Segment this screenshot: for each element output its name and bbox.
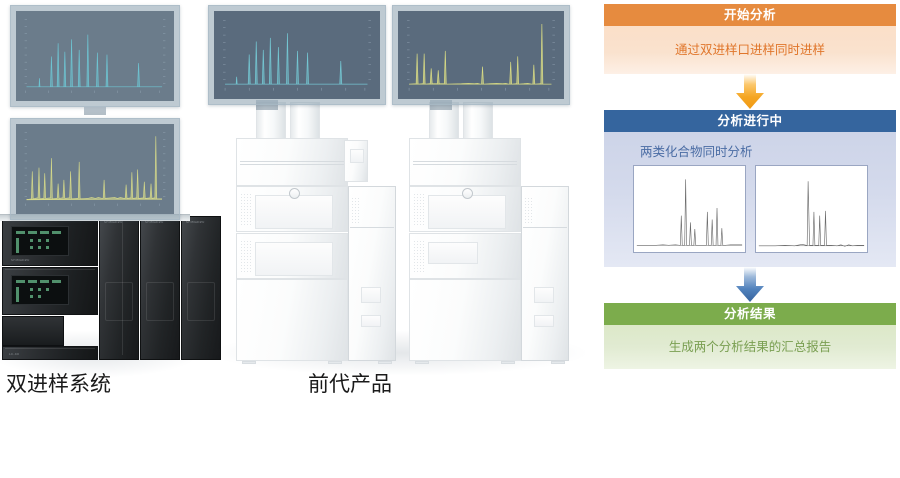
black-autosampler-tray — [2, 316, 64, 346]
black-module-lower — [2, 267, 98, 315]
brand-logo-text-5: SHIMADZU — [186, 220, 205, 224]
flow-step-result: 分析结果 生成两个分析结果的汇总报告 — [604, 303, 896, 369]
monitor-screen-mid-left — [214, 11, 380, 99]
down-arrow-icon-blue — [736, 267, 764, 302]
monitor-stand-left-top — [84, 107, 106, 115]
black-tall-cabinet-3: SHIMADZU — [181, 216, 221, 360]
stack-foot-b1 — [415, 361, 429, 364]
stack-foot-a3 — [378, 361, 392, 364]
caption-previous-generation: 前代产品 — [308, 372, 392, 396]
caption-dual-injection-system: 双进样系统 — [6, 372, 111, 396]
white-pump-a2 — [236, 233, 348, 279]
chromatogram-flow-left — [636, 179, 742, 246]
flow-arrow-1-container — [604, 74, 896, 110]
chromatogram-flow-right — [758, 181, 864, 247]
flow-step-start: 开始分析 通过双进样口进样同时进样 — [604, 4, 896, 74]
flow-step-running: 分析进行中 两类化合物同时分析 — [604, 110, 896, 267]
brand-logo-text-3: SHIMADZU — [104, 220, 123, 224]
monitor-screen-left-bottom — [16, 124, 174, 214]
white-pump-a1 — [236, 186, 348, 232]
module-lcd-upper — [11, 226, 69, 256]
black-instrument-stack: SHIMADZU LC-40 SHIMADZU — [0, 214, 221, 362]
stack-foot-b3 — [551, 361, 565, 364]
monitor-mid-left — [208, 5, 386, 105]
flow-arrow-2-container — [604, 267, 896, 303]
pump-front-panel-a1 — [255, 195, 333, 229]
oven-recess-b2 — [534, 315, 554, 327]
stack-foot-b2 — [501, 361, 515, 364]
flow-chromo-right — [754, 165, 868, 253]
brand-logo-text-2: LC-40 — [9, 352, 20, 356]
pump-front-panel-b1 — [428, 195, 506, 229]
monitor-stand-mid-right — [430, 100, 452, 110]
flow-step-running-subtitle: 两类化合物同时分析 — [640, 144, 753, 159]
brand-logo-text-4: SHIMADZU — [145, 220, 164, 224]
pump-front-panel-a2 — [255, 242, 333, 276]
monitor-mid-right — [392, 5, 570, 105]
white-column-oven-a — [348, 186, 396, 361]
pump-front-panel-b2 — [428, 242, 478, 264]
white-base-cabinet-b — [409, 279, 521, 361]
chromatogram-left-top — [24, 19, 166, 93]
chromatogram-mid-right — [407, 20, 555, 91]
flow-step-result-header: 分析结果 — [604, 303, 896, 325]
black-base-module: LC-40 — [2, 346, 98, 360]
flow-step-result-body: 生成两个分析结果的汇总报告 — [604, 325, 896, 369]
analysis-workflow-flowchart: 开始分析 通过双进样口进样同时进样 分析进行中 两类化合物同时分析 — [604, 4, 896, 369]
dual-injection-system-image: SHIMADZU LC-40 SHIMADZU — [0, 0, 221, 396]
pump-knob-a1 — [289, 188, 300, 199]
flow-step-start-header: 开始分析 — [604, 4, 896, 26]
stack-foot-a2 — [328, 361, 342, 364]
chromatogram-mid-left — [223, 20, 371, 91]
flow-chromo-left — [632, 165, 746, 253]
chromatogram-left-bottom — [24, 132, 166, 206]
solvent-bottle-b2 — [463, 102, 493, 140]
stack-foot-a1 — [242, 361, 256, 364]
handle-recess-a — [350, 149, 364, 163]
monitor-screen-left-top — [16, 11, 174, 101]
flow-step-start-body: 通过双进样口进样同时进样 — [604, 26, 896, 74]
previous-generation-image: 前代产品 — [200, 0, 595, 396]
monitor-screen-mid-right — [398, 11, 564, 99]
black-tall-cabinet-1: SHIMADZU — [99, 216, 139, 360]
white-hplc-stack-a — [232, 102, 397, 364]
oven-recess-a1 — [361, 287, 381, 303]
white-pump-b2 — [409, 233, 521, 279]
white-autosampler-a — [236, 138, 348, 186]
flow-step-running-body: 两类化合物同时分析 — [604, 132, 896, 267]
white-side-handle-a — [344, 140, 368, 182]
brand-logo-text-1: SHIMADZU — [11, 258, 30, 262]
white-autosampler-b — [409, 138, 521, 186]
oven-recess-a2 — [361, 315, 381, 327]
flow-step-running-header: 分析进行中 — [604, 110, 896, 132]
down-arrow-icon-orange — [736, 74, 764, 109]
flow-chromatogram-pair — [618, 165, 882, 253]
monitor-stand-mid-left — [256, 100, 278, 110]
black-module-upper: SHIMADZU — [2, 216, 98, 266]
pump-knob-b1 — [462, 188, 473, 199]
black-tall-cabinet-2: SHIMADZU — [140, 216, 180, 360]
white-pump-b1 — [409, 186, 521, 232]
monitor-left-bottom — [10, 118, 180, 220]
white-column-oven-b — [521, 186, 569, 361]
solvent-bottle-a2 — [290, 102, 320, 140]
module-lcd-lower — [11, 275, 69, 305]
oven-recess-b1 — [534, 287, 554, 303]
white-base-cabinet-a — [236, 279, 348, 361]
monitor-left-top — [10, 5, 180, 107]
white-hplc-stack-b — [405, 102, 570, 364]
